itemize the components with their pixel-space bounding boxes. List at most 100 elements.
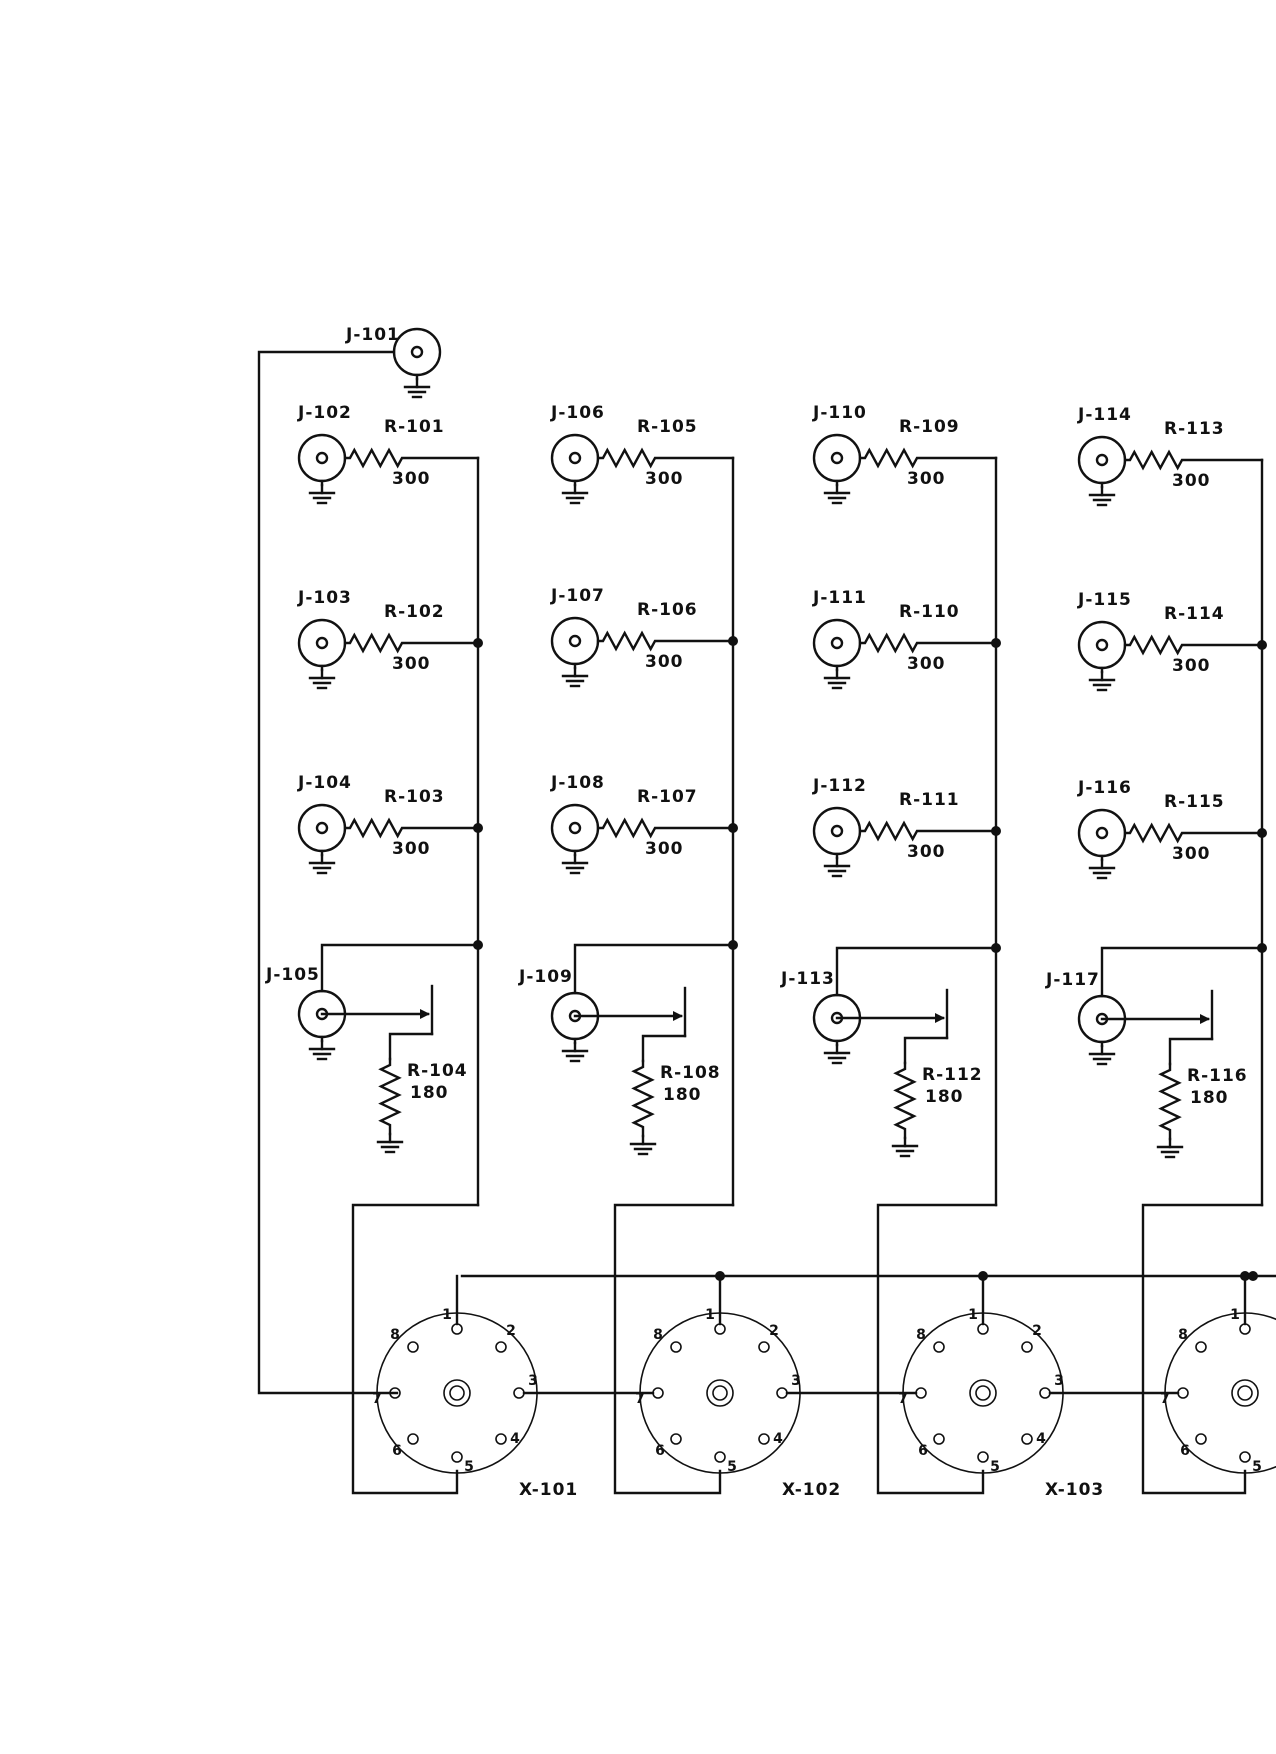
wiper-arrow-icon xyxy=(1200,1014,1210,1024)
pin-number: 5 xyxy=(1252,1459,1262,1475)
resistor-value: 300 xyxy=(1172,656,1211,676)
resistor-icon xyxy=(596,630,735,652)
pin-number: 2 xyxy=(1032,1323,1042,1339)
resistor-label: R-107 xyxy=(637,787,698,807)
jack-label: J-112 xyxy=(812,776,867,796)
pin-number: 2 xyxy=(769,1323,779,1339)
socket-label: X-103 xyxy=(1045,1480,1104,1500)
socket-pin-icon xyxy=(1039,1387,1051,1399)
tube-socket-icon xyxy=(1164,1312,1276,1474)
socket-pin-icon xyxy=(652,1387,664,1399)
resistor-label: R-112 xyxy=(922,1065,983,1085)
ground-icon xyxy=(1088,670,1116,692)
ground-icon xyxy=(1088,858,1116,880)
socket-pin-icon xyxy=(1239,1451,1251,1463)
ground-icon xyxy=(561,483,589,505)
resistor-value: 300 xyxy=(645,839,684,859)
pin-number: 5 xyxy=(727,1459,737,1475)
ground-icon xyxy=(823,1043,851,1065)
socket-pin-icon xyxy=(407,1341,419,1353)
ground-icon xyxy=(561,853,589,875)
resistor-label: R-110 xyxy=(899,602,960,622)
socket-key-icon xyxy=(443,1379,471,1407)
wire xyxy=(876,1203,998,1495)
socket-center-icon xyxy=(712,1385,728,1401)
socket-pin-icon xyxy=(933,1433,945,1445)
resistor-value: 300 xyxy=(907,842,946,862)
jack-label: J-108 xyxy=(550,773,605,793)
socket-center-icon xyxy=(449,1385,465,1401)
jack-label: J-109 xyxy=(518,967,573,987)
socket-pin-icon xyxy=(1021,1433,1033,1445)
resistor-icon xyxy=(343,817,480,839)
wire xyxy=(388,1032,434,1061)
jack-label: J-114 xyxy=(1077,405,1132,425)
socket-pin-icon xyxy=(1021,1341,1033,1353)
socket-center-icon xyxy=(1237,1385,1253,1401)
ground-icon xyxy=(1088,1044,1116,1066)
ground-icon xyxy=(403,377,431,399)
ground-icon xyxy=(376,1132,404,1154)
resistor-value: 300 xyxy=(907,654,946,674)
jack-icon xyxy=(550,803,600,875)
jack-label: J-107 xyxy=(550,586,605,606)
jack-label: J-115 xyxy=(1077,590,1132,610)
jack-icon xyxy=(392,327,442,399)
jack-label: J-103 xyxy=(297,588,352,608)
socket-pin-icon xyxy=(451,1451,463,1463)
jack-icon xyxy=(297,989,347,1061)
pin-number: 3 xyxy=(791,1373,801,1389)
wire xyxy=(1141,1203,1264,1495)
ground-icon xyxy=(561,666,589,688)
resistor-value: 180 xyxy=(663,1085,702,1105)
socket-pin-icon xyxy=(758,1341,770,1353)
resistor-label: R-101 xyxy=(384,417,445,437)
socket-pin-icon xyxy=(776,1387,788,1399)
wire xyxy=(351,1203,480,1495)
socket-key-icon xyxy=(969,1379,997,1407)
wire xyxy=(903,1036,949,1065)
resistor-icon xyxy=(1123,822,1264,844)
jack-icon xyxy=(1077,435,1127,507)
socket-key-icon xyxy=(1231,1379,1259,1407)
junction-dot xyxy=(991,826,1001,836)
pin-number: 3 xyxy=(1054,1373,1064,1389)
jack-icon xyxy=(297,803,347,875)
wiper-arrow-icon xyxy=(935,1013,945,1023)
resistor-value: 180 xyxy=(925,1087,964,1107)
ground-icon xyxy=(823,668,851,690)
jack-label: J-104 xyxy=(297,773,352,793)
socket-pin-icon xyxy=(670,1341,682,1353)
pin-number: 6 xyxy=(918,1443,928,1459)
resistor-value: 300 xyxy=(645,652,684,672)
jack-icon xyxy=(812,993,862,1065)
jack-icon xyxy=(812,806,862,878)
resistor-label: R-106 xyxy=(637,600,698,620)
ground-icon xyxy=(308,483,336,505)
socket-center-icon xyxy=(975,1385,991,1401)
tube-socket-icon xyxy=(639,1312,801,1474)
resistor-value: 300 xyxy=(1172,844,1211,864)
junction-dot xyxy=(715,1271,725,1281)
resistor-icon xyxy=(1158,1062,1182,1141)
junction-dot xyxy=(473,638,483,648)
jack-icon xyxy=(812,618,862,690)
pin-number: 8 xyxy=(1178,1327,1188,1343)
pin-number: 7 xyxy=(1160,1391,1170,1407)
resistor-label: R-114 xyxy=(1164,604,1225,624)
socket-label: X-102 xyxy=(782,1480,841,1500)
ground-icon xyxy=(1088,485,1116,507)
ground-icon xyxy=(308,853,336,875)
pin-number: 7 xyxy=(372,1391,382,1407)
tube-socket-icon xyxy=(902,1312,1064,1474)
jack-label: J-117 xyxy=(1045,970,1100,990)
junction-dot xyxy=(991,943,1001,953)
wire xyxy=(613,1203,735,1495)
pin-number: 2 xyxy=(506,1323,516,1339)
socket-pin-icon xyxy=(933,1341,945,1353)
resistor-icon xyxy=(893,1061,917,1140)
jack-label: J-111 xyxy=(812,588,867,608)
resistor-value: 180 xyxy=(410,1083,449,1103)
ground-icon xyxy=(1156,1137,1184,1159)
resistor-icon xyxy=(1123,634,1264,656)
